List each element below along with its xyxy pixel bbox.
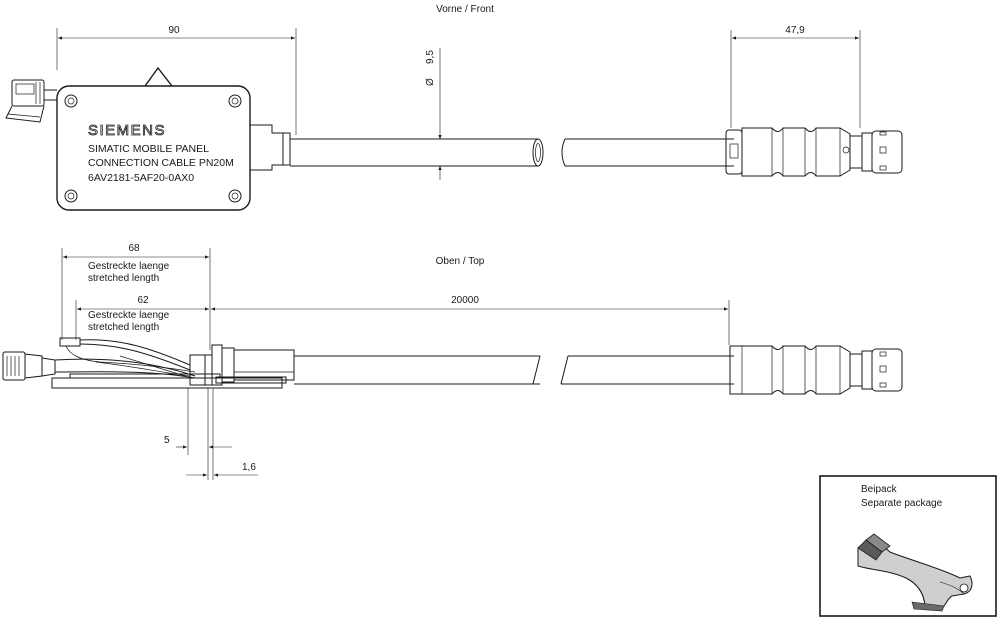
cable-top [294, 355, 734, 385]
dim-1-6-label: 1,6 [242, 462, 256, 473]
dim-62-label: 62 [137, 295, 149, 306]
dim-9-5-label: 9,5 [425, 50, 436, 64]
plate-line-1: SIMATIC MOBILE PANEL [88, 143, 209, 155]
dim-47-9-label: 47,9 [785, 25, 805, 36]
package-label-en: Separate package [861, 498, 943, 509]
dimension-box-width: 90 [56, 25, 297, 135]
dimension-cable-length: 20000 [211, 295, 730, 345]
plate-line-3: 6AV2181-5AF20-0AX0 [88, 172, 194, 184]
dim-20000-label: 20000 [451, 295, 479, 306]
dimension-connector-length: 47,9 [730, 25, 861, 128]
package-label-de: Beipack [861, 484, 898, 495]
stretched-68-en: stretched length [88, 273, 159, 284]
dimension-stretched-62: 62 Gestreckte laenge stretched length [75, 295, 209, 340]
junction-box-top [2, 337, 295, 389]
m12-connector-front [725, 127, 903, 177]
dim-68-label: 68 [128, 243, 140, 254]
diameter-symbol: Ø [425, 78, 436, 86]
plate-line-2: CONNECTION CABLE PN20M [88, 157, 234, 169]
dimension-cable-diameter: 9,5 Ø [425, 48, 442, 180]
top-view-title: Oben / Top [436, 256, 485, 267]
dimension-offset-5: 5 [164, 388, 232, 480]
dim-5-label: 5 [164, 435, 170, 446]
dimension-offset-1-6: 1,6 [186, 388, 258, 480]
m12-connector-top [729, 345, 903, 395]
cable-front [290, 138, 734, 167]
clamp-part-illustration [857, 533, 973, 612]
separate-package-box: Beipack Separate package [819, 475, 997, 617]
dim-90-label: 90 [168, 25, 180, 36]
stretched-68-de: Gestreckte laenge [88, 261, 170, 272]
junction-box-front [5, 66, 291, 211]
front-view-title: Vorne / Front [436, 4, 494, 15]
stretched-62-en: stretched length [88, 322, 159, 333]
stretched-62-de: Gestreckte laenge [88, 310, 170, 321]
dimension-stretched-68: 68 Gestreckte laenge stretched length [61, 243, 211, 350]
siemens-logo-text: SIEMENS [88, 122, 166, 139]
